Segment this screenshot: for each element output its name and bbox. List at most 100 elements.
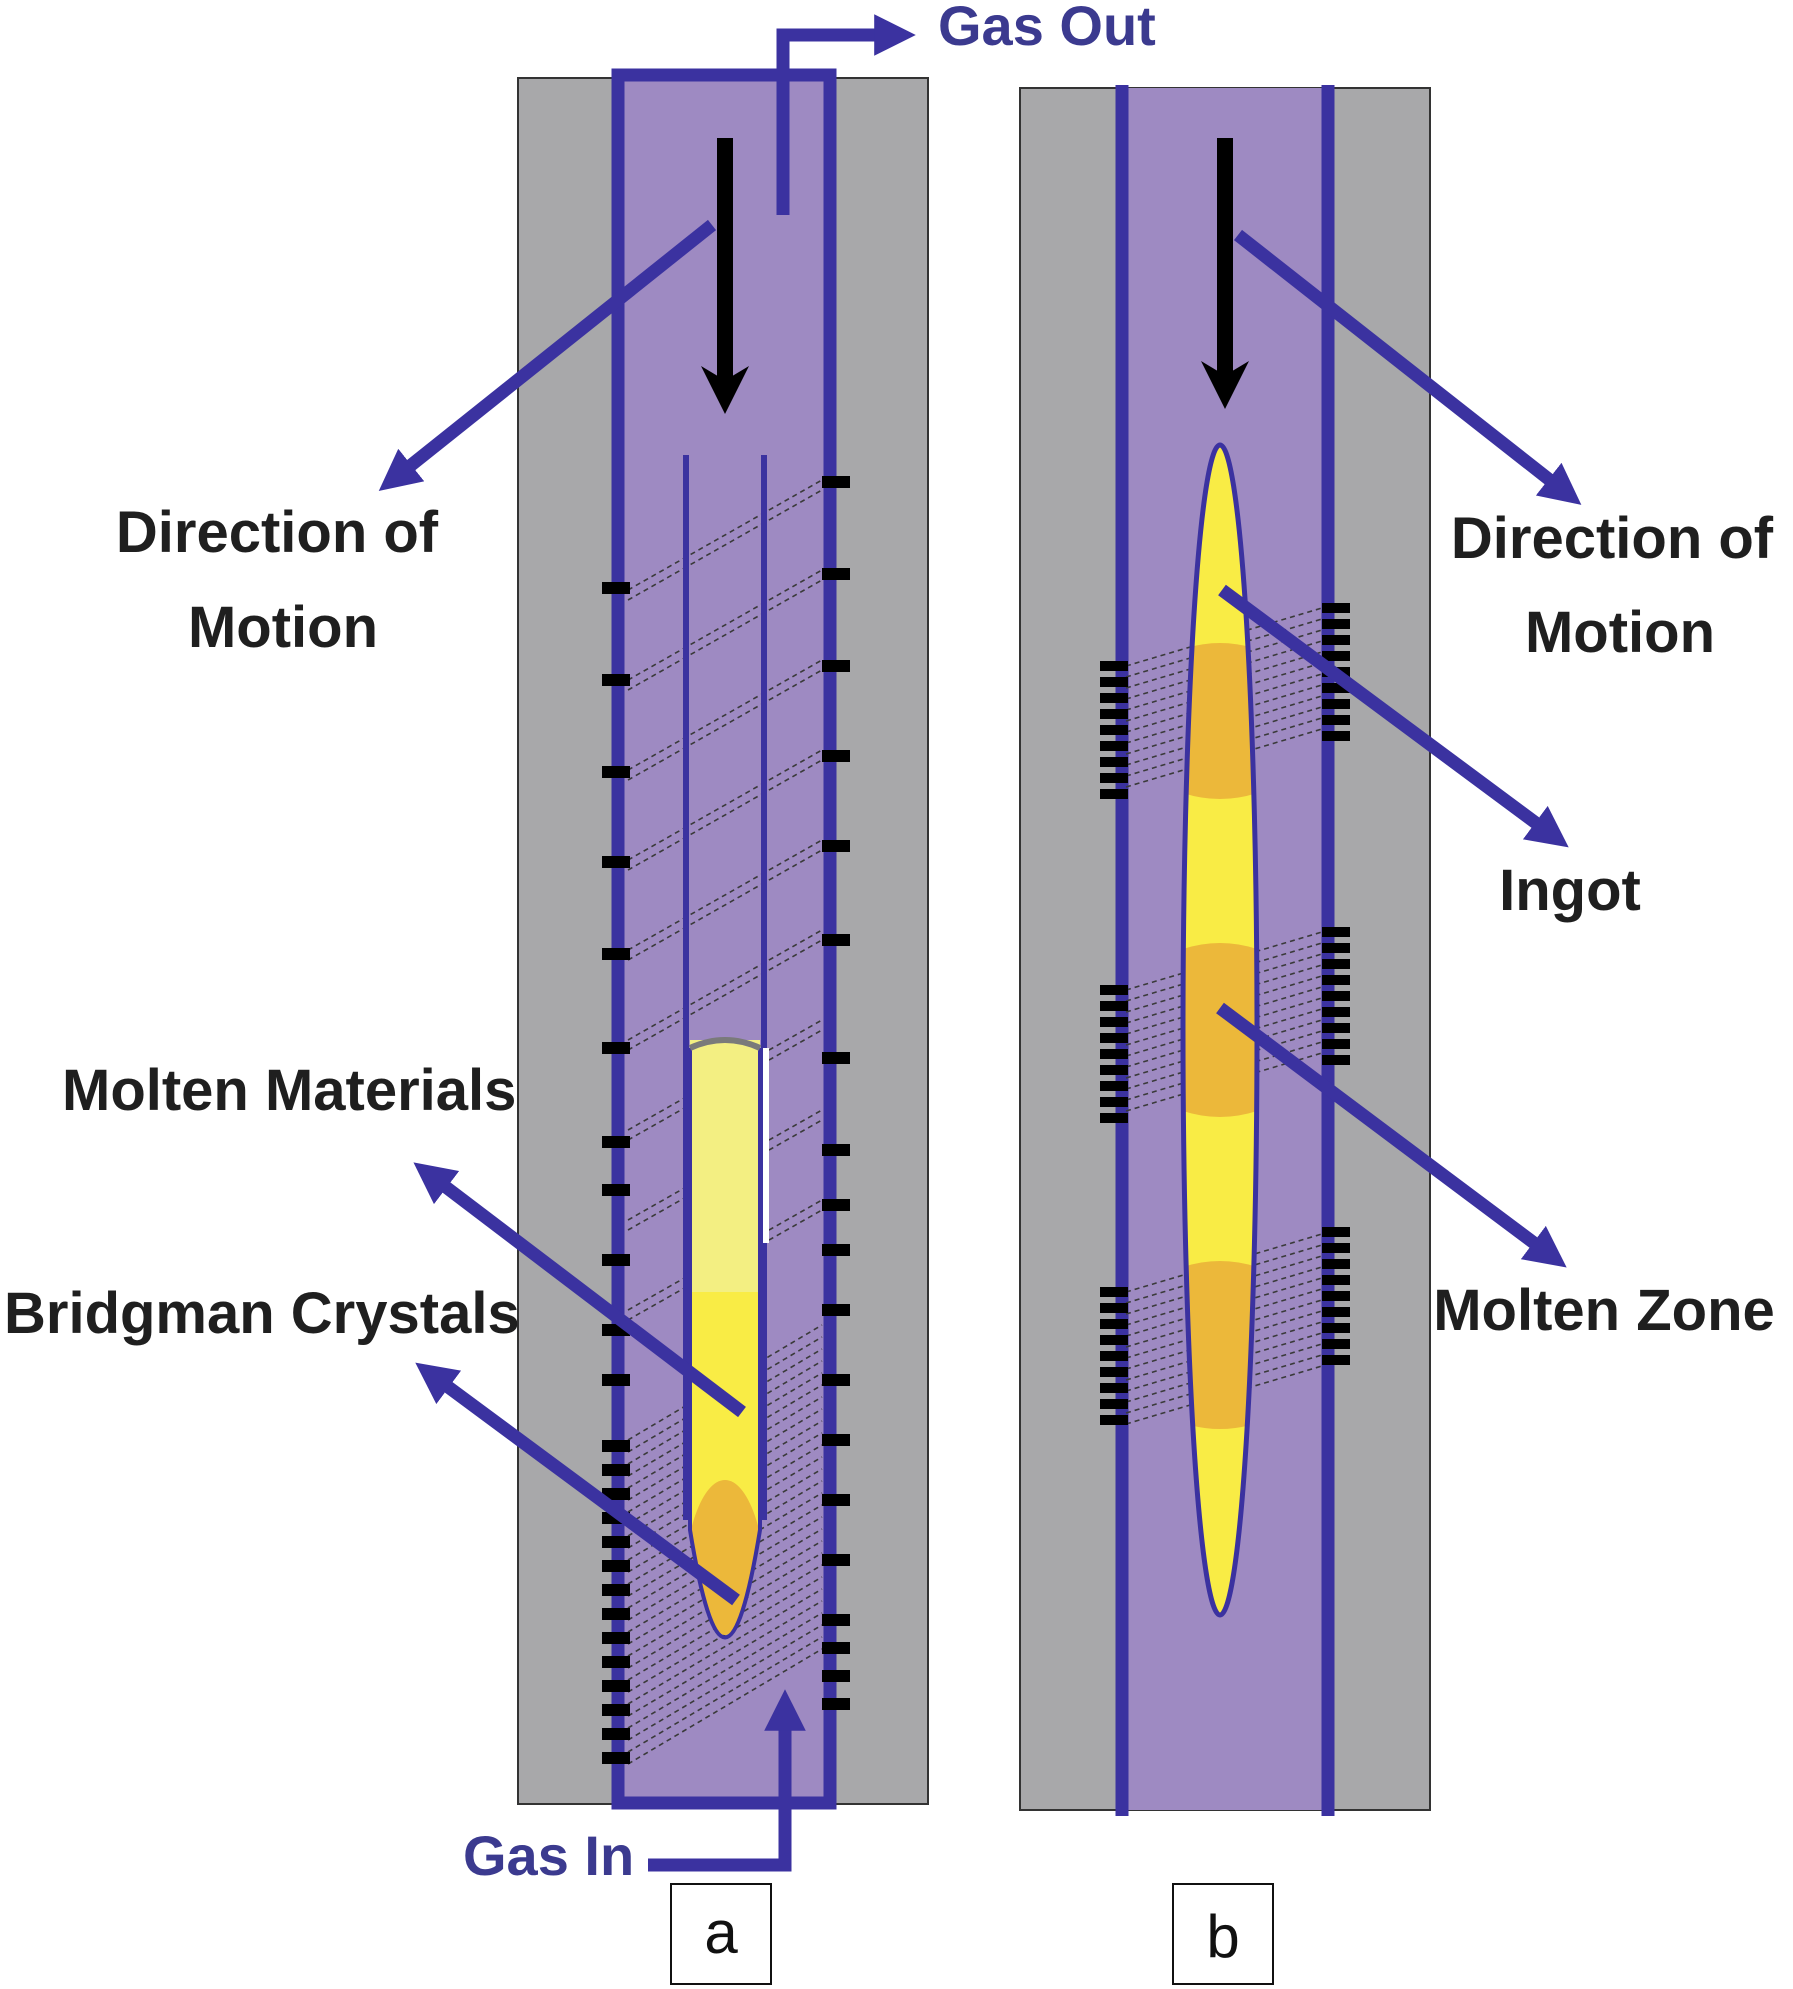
heater-bar-right-b	[1322, 603, 1350, 613]
heater-bar-right-b	[1322, 1023, 1350, 1033]
coil-wire	[627, 1600, 823, 1717]
heater-bar-right-a	[822, 1554, 850, 1566]
heater-bar-right-a	[822, 1642, 850, 1654]
heater-bar-left-a	[602, 1680, 630, 1692]
panel-label-b: b	[1172, 1883, 1274, 1985]
coil-wire	[627, 1624, 823, 1741]
pointer-direction-a	[378, 219, 717, 491]
heater-bar-right-b	[1322, 975, 1350, 985]
heater-bar-left-a	[602, 766, 630, 778]
bridgman-crystal-fill	[690, 1480, 760, 1635]
heater-bar-left-a	[602, 948, 630, 960]
heater-bar-right-b	[1322, 1227, 1350, 1237]
heater-bar-right-a	[822, 750, 850, 762]
heater-bar-left-b	[1100, 693, 1128, 703]
heater-bar-right-b	[1322, 1055, 1350, 1065]
pointer-ingot	[1218, 584, 1569, 848]
bridgman-crystals-label: Bridgman Crystals	[4, 1281, 520, 1346]
heater-bar-right-a	[822, 1199, 850, 1211]
heater-bar-left-b	[1100, 1335, 1128, 1345]
heater-bar-left-b	[1100, 1415, 1128, 1425]
heater-bar-left-a	[602, 1728, 630, 1740]
heater-bar-left-b	[1100, 1113, 1128, 1123]
heater-bar-right-b	[1322, 715, 1350, 725]
heater-bar-right-a	[822, 1244, 850, 1256]
crucible-glint	[763, 1048, 769, 1243]
heater-bar-left-b	[1100, 1017, 1128, 1027]
heater-bar-left-a	[602, 1488, 630, 1500]
heater-bar-left-a	[602, 1656, 630, 1668]
molten-material-fill	[690, 1040, 760, 1300]
coil-wire	[627, 839, 823, 951]
heater-bar-left-b	[1100, 1319, 1128, 1329]
heater-bar-left-a	[602, 582, 630, 594]
heater-bar-right-b	[1322, 651, 1350, 661]
heater-bar-right-a	[822, 840, 850, 852]
heater-bar-left-b	[1100, 1049, 1128, 1059]
coil-wire	[627, 579, 823, 691]
heater-bar-left-b	[1100, 789, 1128, 799]
heater-bar-right-b	[1322, 943, 1350, 953]
heater-bar-right-b	[1322, 1275, 1350, 1285]
heater-bar-right-b	[1322, 619, 1350, 629]
heater-bar-left-b	[1100, 1033, 1128, 1043]
heater-bar-right-b	[1322, 731, 1350, 741]
heater-bar-right-b	[1322, 1355, 1350, 1365]
coil-wire	[627, 759, 823, 871]
gas-in-pipe	[648, 1689, 806, 1872]
heater-bar-left-b	[1100, 725, 1128, 735]
gas-out-pipe	[776, 14, 916, 215]
heater-bar-right-a	[822, 1494, 850, 1506]
heater-bar-left-a	[602, 1752, 630, 1764]
heater-bar-left-b	[1100, 1065, 1128, 1075]
coil-wire	[627, 659, 823, 771]
coil-wire	[627, 749, 823, 861]
molten-zone-label: Molten Zone	[1433, 1278, 1775, 1343]
heater-bar-right-b	[1322, 927, 1350, 937]
heater-bar-right-a	[822, 1614, 850, 1626]
heater-bar-left-b	[1100, 1367, 1128, 1377]
coil-wire	[627, 569, 823, 681]
panel-label-b-text: b	[1206, 1903, 1239, 1970]
heater-bar-right-b	[1322, 991, 1350, 1001]
coil-wire	[627, 489, 823, 601]
heater-bar-right-a	[822, 1698, 850, 1710]
heater-bar-left-a	[602, 856, 630, 868]
direction-label-a-line1: Direction of	[116, 500, 439, 565]
molten-zone-1	[1183, 643, 1257, 799]
direction-label-a-line2: Motion	[188, 595, 378, 660]
heater-bar-right-a	[822, 1374, 850, 1386]
heater-bar-left-b	[1100, 677, 1128, 687]
heater-bar-left-b	[1100, 1303, 1128, 1313]
heater-bar-right-a	[822, 934, 850, 946]
direction-label-b-line2: Motion	[1525, 600, 1715, 665]
heater-bar-left-b	[1100, 741, 1128, 751]
gas-in-label: Gas In	[463, 1824, 634, 1887]
heater-bar-right-b	[1322, 1259, 1350, 1269]
heater-bar-left-a	[602, 1608, 630, 1620]
crucible-top-rim	[688, 1037, 762, 1051]
panel-label-a-text: a	[704, 1899, 738, 1966]
pointer-bridgman-crystals	[415, 1362, 740, 1606]
heater-bar-left-b	[1100, 1383, 1128, 1393]
heater-bar-left-a	[602, 1440, 630, 1452]
heater-bar-left-b	[1100, 757, 1128, 767]
coil-wire	[627, 479, 823, 591]
heater-bar-left-b	[1100, 773, 1128, 783]
heater-bar-left-b	[1100, 985, 1128, 995]
coil-wire	[627, 1612, 823, 1729]
panel-a-bridgman-furnace	[378, 14, 929, 1872]
heater-bar-left-a	[602, 1136, 630, 1148]
heater-bar-left-b	[1100, 1287, 1128, 1297]
molten-materials-label: Molten Materials	[62, 1058, 516, 1123]
molten-zone-2	[1183, 943, 1257, 1117]
heater-bar-left-b	[1100, 1081, 1128, 1091]
direction-label-b-line1: Direction of	[1451, 506, 1774, 571]
heater-bar-left-a	[602, 1704, 630, 1716]
heater-bar-left-a	[602, 1042, 630, 1054]
heater-bar-right-b	[1322, 959, 1350, 969]
heater-bar-left-a	[602, 674, 630, 686]
coil-wire	[627, 939, 823, 1051]
heater-bar-left-b	[1100, 1399, 1128, 1409]
heater-bar-right-a	[822, 1670, 850, 1682]
